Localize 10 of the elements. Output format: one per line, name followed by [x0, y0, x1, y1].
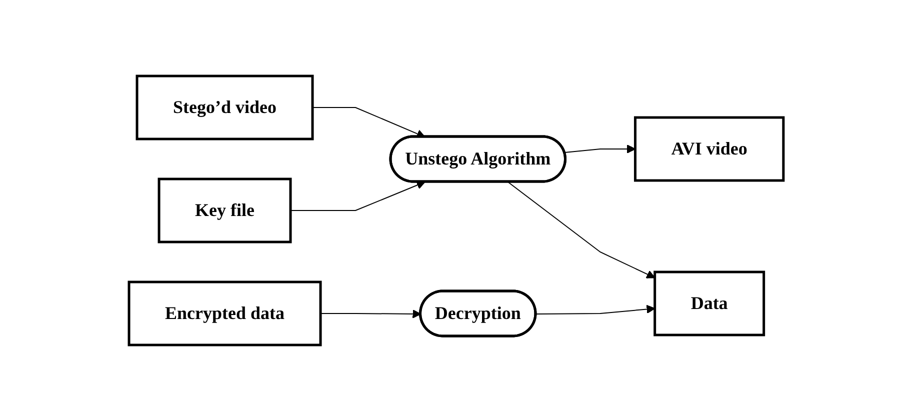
arrow: [320, 309, 421, 318]
node-box: AVI video: [634, 116, 784, 182]
arrow: [290, 180, 426, 210]
node-box: Encrypted data: [128, 280, 322, 346]
arrow: [507, 181, 655, 278]
node-box: Data: [653, 270, 765, 336]
arrow: [535, 304, 655, 314]
arrow: [564, 144, 636, 153]
node-box: Stego’d video: [136, 74, 314, 140]
node-box: Key file: [158, 177, 292, 243]
